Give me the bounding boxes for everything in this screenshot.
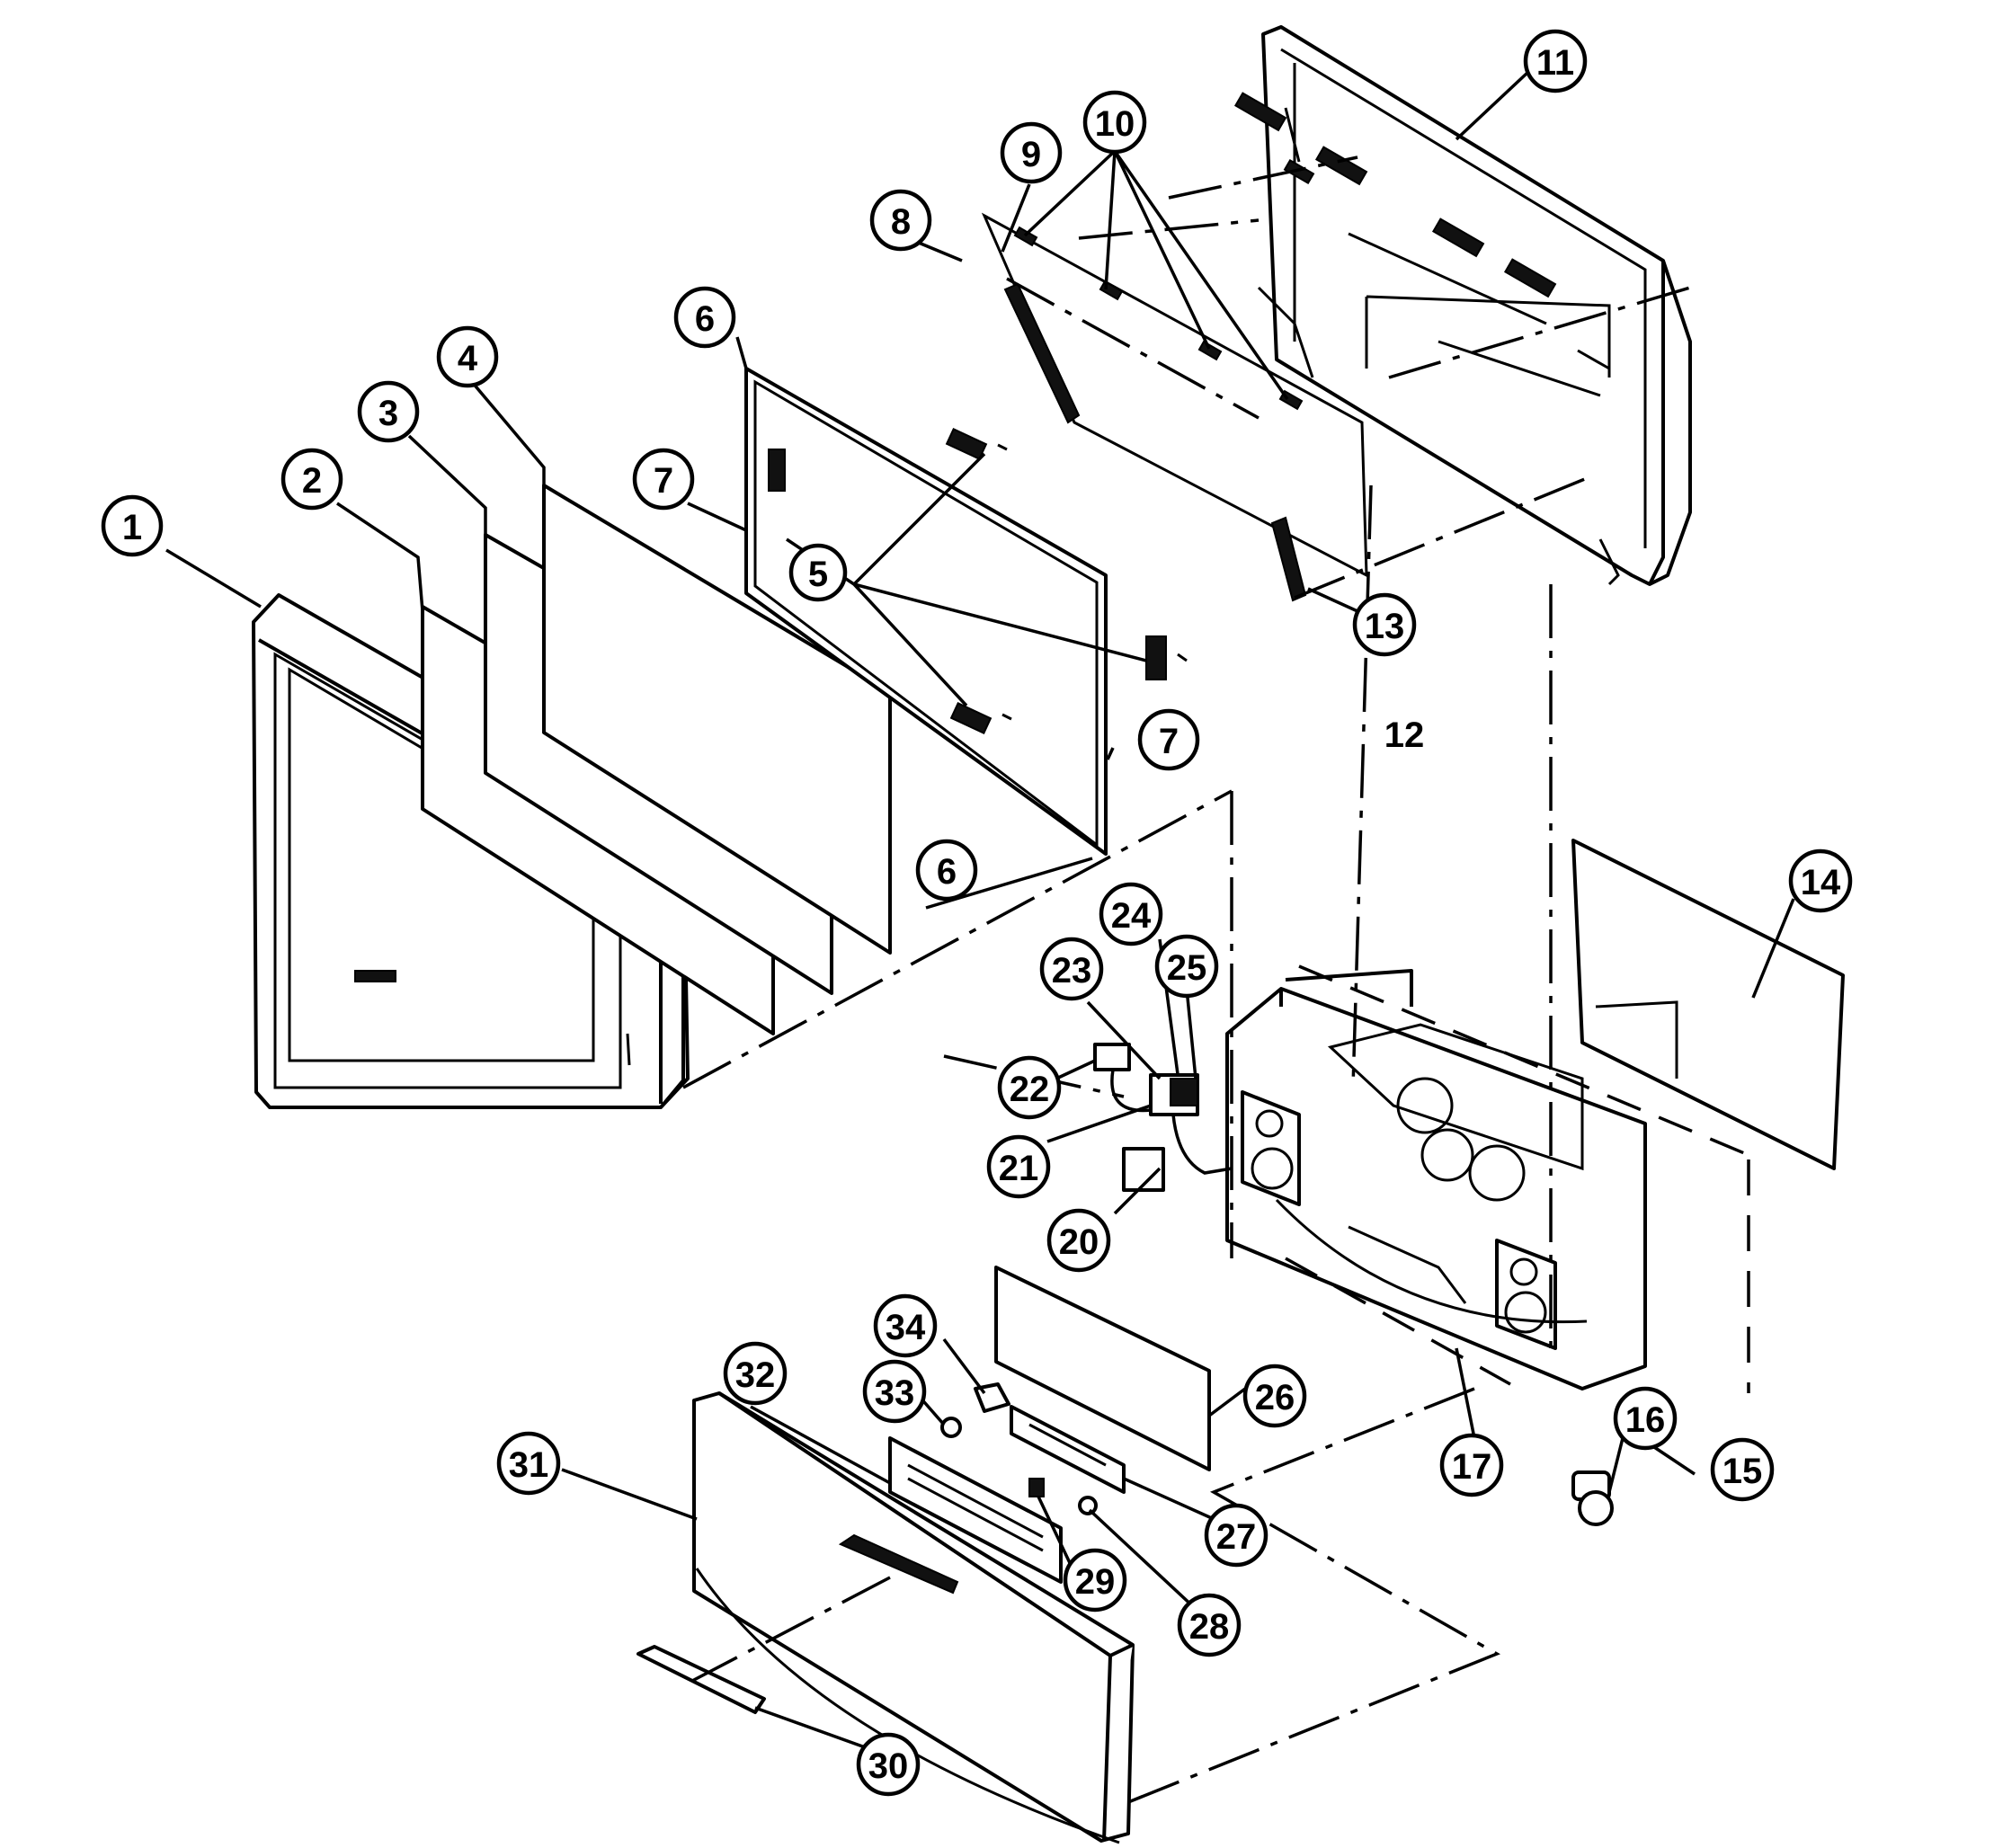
callout-30: 30 (856, 1732, 921, 1797)
callout-6-bottom: 6 (915, 839, 978, 902)
callout-22-label: 22 (1010, 1070, 1050, 1109)
part-8-strip (1003, 282, 1081, 424)
callout-1-label: 1 (122, 508, 142, 547)
callout-29: 29 (1063, 1548, 1127, 1613)
part-26-panel (994, 1266, 1211, 1471)
callout-8-label: 8 (891, 202, 911, 242)
callout-7-top: 7 (632, 448, 695, 511)
callout-6-top-label: 6 (695, 299, 715, 339)
callout-9-label: 9 (1021, 135, 1041, 174)
callout-34: 34 (873, 1293, 938, 1358)
callout-25-label: 25 (1167, 948, 1207, 988)
callout-21: 21 (986, 1134, 1051, 1199)
callout-3: 3 (357, 380, 420, 443)
callout-1: 1 (101, 494, 164, 557)
callout-26-label: 26 (1255, 1378, 1295, 1417)
callout-15: 15 (1710, 1437, 1775, 1502)
callout-24-label: 24 (1111, 896, 1152, 936)
callout-6-top: 6 (673, 286, 736, 349)
callout-32-label: 32 (735, 1355, 776, 1395)
callout-26: 26 (1242, 1364, 1307, 1428)
callout-16: 16 (1613, 1386, 1678, 1451)
callout-12: 12 (1384, 715, 1425, 755)
callout-5: 5 (788, 543, 848, 602)
callout-14: 14 (1788, 848, 1853, 913)
callout-27-label: 27 (1216, 1517, 1257, 1557)
callout-15-label: 15 (1722, 1452, 1763, 1491)
part-20-25-small-assembly (1093, 1043, 1233, 1192)
callout-3-label: 3 (378, 394, 398, 433)
callout-27: 27 (1204, 1503, 1269, 1568)
callout-24: 24 (1099, 882, 1163, 946)
part-4-panel (542, 484, 892, 955)
callout-33: 33 (862, 1359, 927, 1424)
callout-6-bottom-label: 6 (937, 852, 957, 892)
part-30-handle (636, 1645, 766, 1714)
callout-20-label: 20 (1059, 1222, 1099, 1262)
part-6-7-screen-frame (744, 367, 1188, 856)
callout-21-label: 21 (999, 1149, 1039, 1188)
part-16-caster (1571, 1470, 1614, 1526)
callout-10: 10 (1082, 90, 1147, 155)
callout-7-right: 7 (1137, 708, 1200, 771)
callout-11-label: 11 (1536, 43, 1574, 83)
callout-31: 31 (496, 1431, 561, 1496)
callout-30-label: 30 (868, 1746, 909, 1786)
callout-2-label: 2 (302, 461, 322, 501)
callout-17: 17 (1439, 1433, 1504, 1497)
callout-11: 11 (1523, 29, 1588, 93)
callout-2: 2 (280, 448, 343, 511)
callout-5-label: 5 (808, 555, 828, 594)
callout-23-label: 23 (1052, 951, 1092, 991)
callout-9: 9 (1000, 121, 1063, 184)
callout-23: 23 (1039, 937, 1104, 1001)
callout-16-label: 16 (1625, 1400, 1666, 1440)
callout-34-label: 34 (886, 1308, 926, 1347)
callout-29-label: 29 (1075, 1562, 1116, 1602)
callout-4: 4 (436, 325, 499, 388)
callout-22: 22 (997, 1055, 1062, 1120)
callout-28-label: 28 (1189, 1607, 1230, 1647)
callout-31-label: 31 (509, 1445, 549, 1485)
callout-4-label: 4 (458, 339, 478, 378)
part-31-front-panel (692, 1391, 1135, 1844)
part-13-strip (1270, 516, 1307, 602)
callout-12-label: 12 (1384, 715, 1425, 755)
part-11-rear-cabinet (1233, 25, 1692, 586)
callout-13: 13 (1352, 592, 1417, 657)
callout-10-label: 10 (1095, 104, 1135, 144)
callout-17-label: 17 (1452, 1447, 1492, 1487)
callout-7-top-label: 7 (654, 461, 673, 501)
callout-25: 25 (1154, 934, 1219, 999)
callout-33-label: 33 (875, 1373, 915, 1413)
callout-14-label: 14 (1801, 863, 1841, 902)
part-17-chassis (1225, 969, 1647, 1390)
part-27-control-board (1010, 1405, 1126, 1494)
callout-20: 20 (1046, 1208, 1111, 1273)
callout-13-label: 13 (1365, 607, 1405, 646)
callout-32: 32 (723, 1341, 788, 1406)
callout-28: 28 (1177, 1593, 1242, 1657)
callout-8: 8 (869, 189, 932, 252)
part-14-rear-cover (1571, 839, 1845, 1170)
callout-7-right-label: 7 (1159, 722, 1179, 761)
